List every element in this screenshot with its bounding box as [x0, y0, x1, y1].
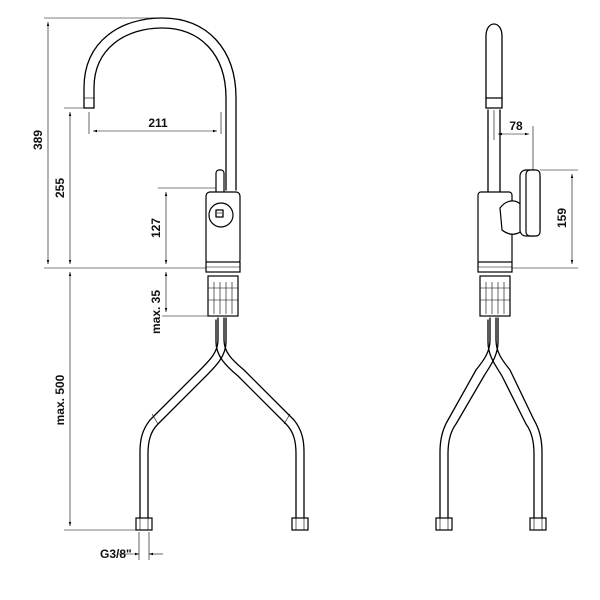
side-view: 78 159: [435, 23, 578, 531]
dim-total-height: 389: [31, 130, 45, 150]
side-fitting-right: [529, 517, 547, 531]
front-hose-right: [215, 317, 305, 519]
side-fitting-left: [435, 517, 453, 531]
dim-spout-reach: 211: [148, 116, 168, 130]
front-hose-left: [139, 317, 227, 519]
dim-hose-length: max. 500: [53, 374, 67, 425]
front-spout: [83, 17, 237, 191]
front-lever-knob: [208, 202, 234, 228]
side-hose-left: [439, 317, 499, 519]
dim-lever-height: 159: [555, 208, 569, 228]
side-spout: [485, 23, 503, 109]
side-shank: [479, 275, 511, 317]
dim-shank-length: max. 35: [149, 290, 163, 334]
front-fitting-right: [291, 517, 309, 531]
side-hose-right: [487, 317, 543, 519]
dim-connection: G3/8": [100, 547, 132, 561]
front-shank: [207, 275, 239, 317]
dim-spout-height: 255: [53, 178, 67, 198]
front-fitting-left: [135, 517, 153, 531]
dim-side-depth: 78: [509, 119, 523, 133]
dim-body-height: 127: [149, 218, 163, 238]
front-view: 389 255 211 127 max. 35 max. 500 G3/8": [31, 17, 309, 561]
